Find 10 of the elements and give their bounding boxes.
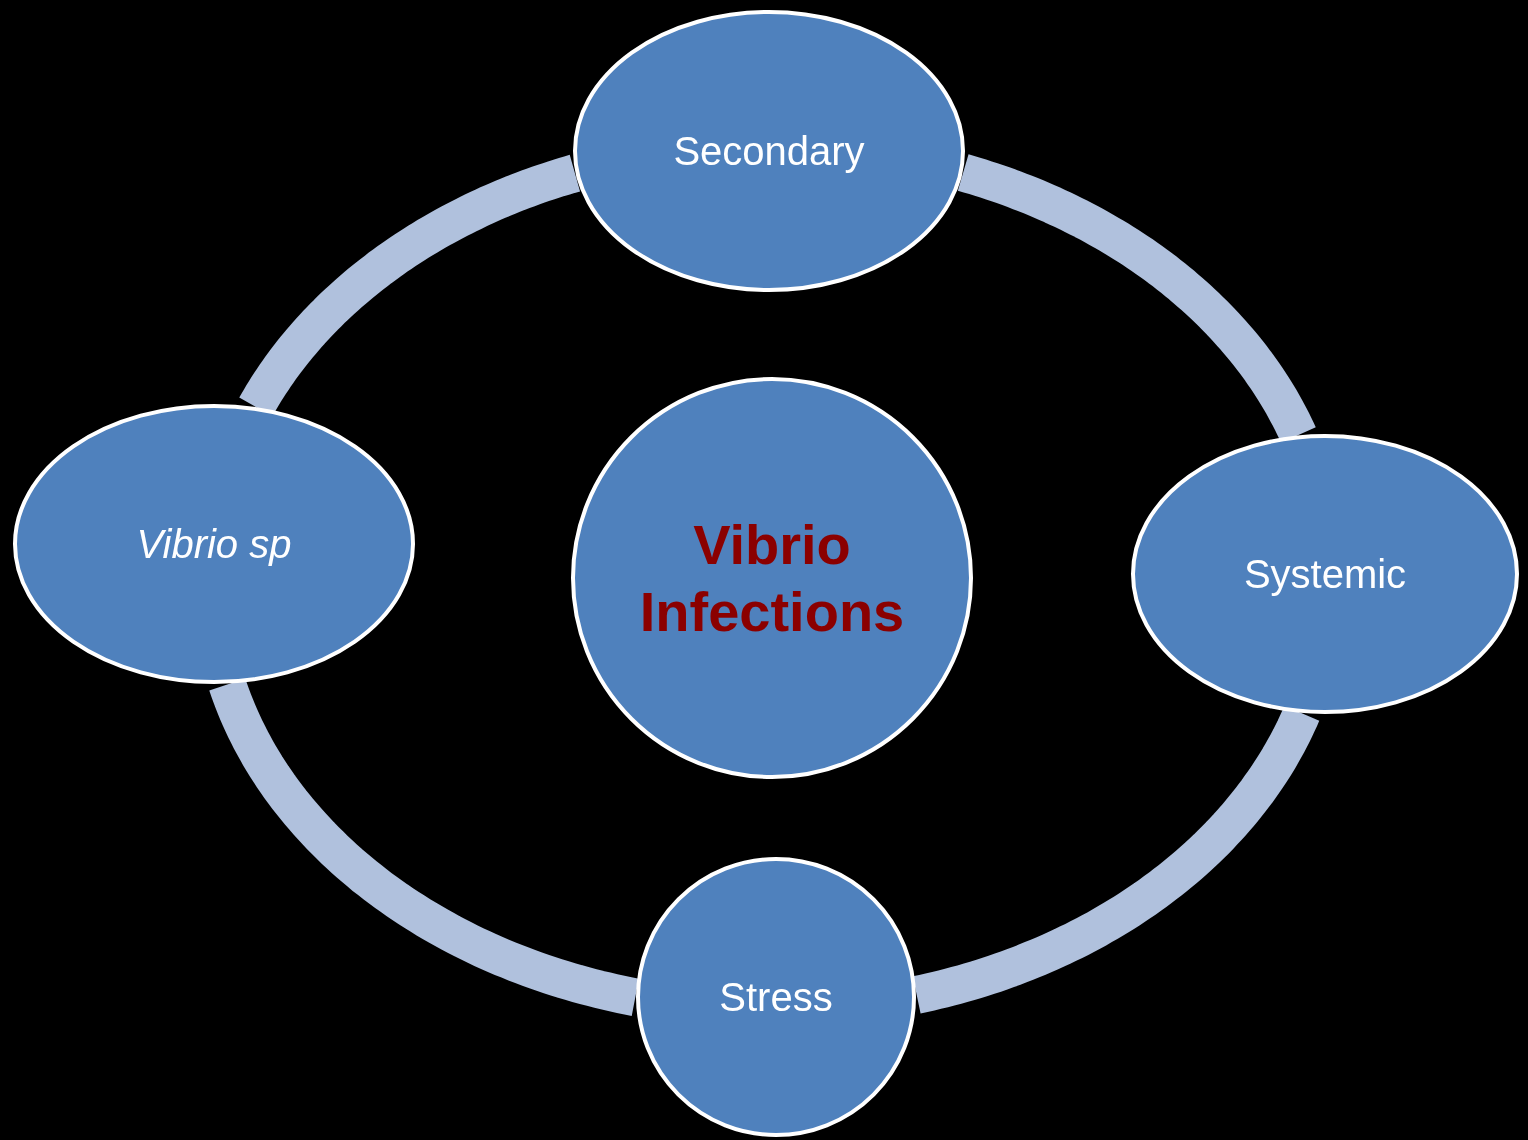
ellipse-node <box>573 10 965 292</box>
ellipse-node <box>1131 434 1519 714</box>
node-label: Vibrio sp <box>136 521 292 568</box>
node-label: Vibrio Infections <box>638 511 906 645</box>
node-label: Systemic <box>1243 551 1407 598</box>
circle-node <box>636 857 916 1137</box>
ellipse-node <box>13 404 415 684</box>
node-label: Secondary <box>673 128 865 175</box>
center-circle <box>571 377 973 779</box>
node-label: Stress <box>719 974 833 1021</box>
